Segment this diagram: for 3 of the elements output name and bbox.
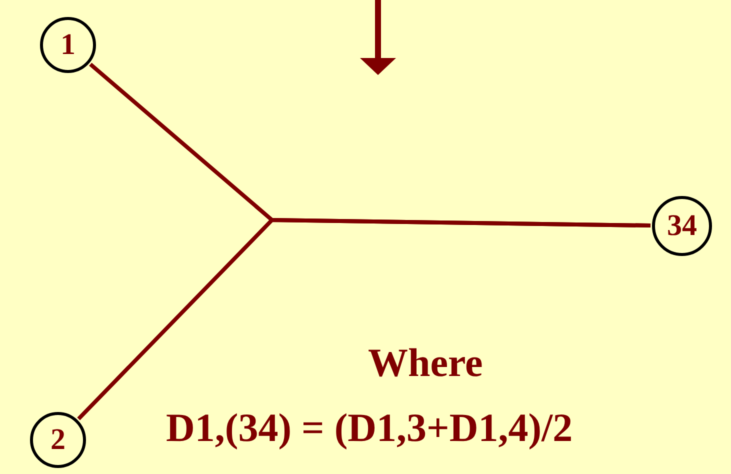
formula-text: D1,(34) = (D1,3+D1,4)/2 [166, 408, 573, 448]
connector-line [77, 218, 651, 420]
formula-text: Where [368, 343, 483, 383]
